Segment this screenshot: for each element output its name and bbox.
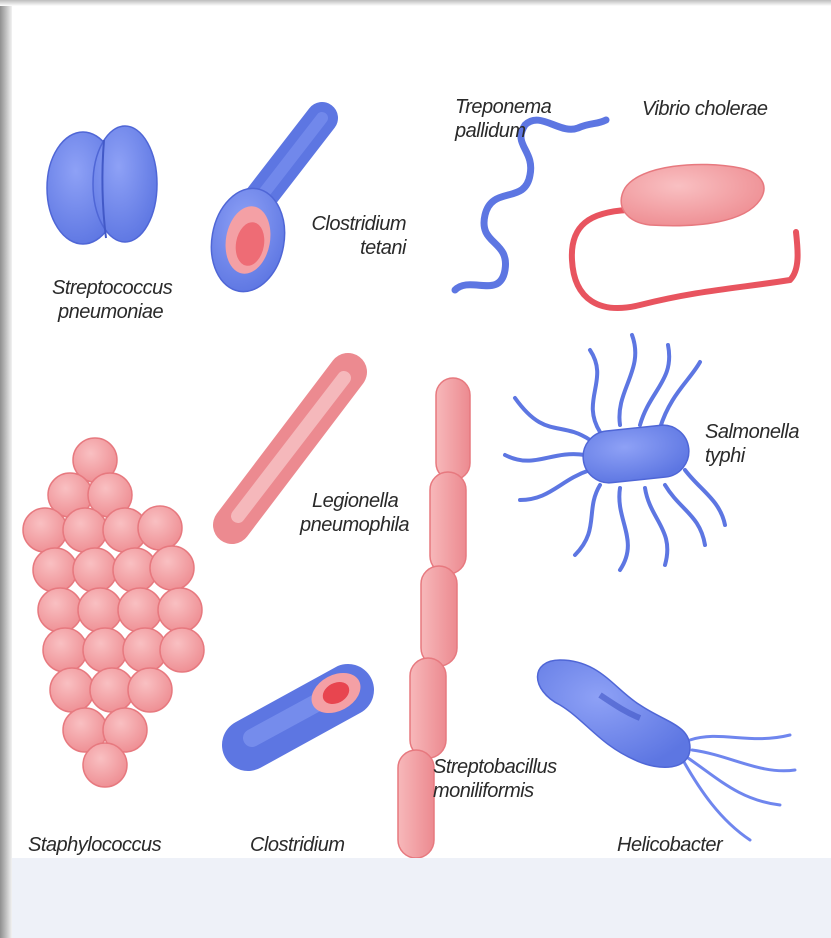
label-helicobacter: Helicobacter bbox=[617, 833, 722, 857]
staphylococcus-cluster bbox=[23, 438, 204, 787]
streptococcus-pneumoniae-cell bbox=[47, 126, 157, 244]
salmonella-body bbox=[581, 423, 692, 486]
helicobacter-cell bbox=[538, 660, 796, 840]
bottom-band bbox=[12, 858, 831, 938]
clostridium-cell bbox=[248, 665, 367, 745]
label-streptobacillus-moniliformis: Streptobacillus moniliformis bbox=[433, 755, 557, 803]
label-clostridium-tetani: Clostridium tetani bbox=[300, 212, 406, 260]
vibrio-cholerae-cell bbox=[572, 164, 798, 308]
left-edge-shadow bbox=[0, 0, 12, 938]
treponema-pallidum-cell bbox=[455, 120, 606, 290]
top-edge-shadow bbox=[0, 0, 831, 6]
label-salmonella-typhi: Salmonella typhi bbox=[705, 420, 799, 468]
label-vibrio-cholerae: Vibrio cholerae bbox=[642, 97, 768, 121]
label-streptococcus-pneumoniae: Streptococcus pneumoniae bbox=[52, 276, 172, 324]
label-legionella-pneumophila: Legionella pneumophila bbox=[300, 489, 409, 537]
clostridium-tetani-cell bbox=[204, 118, 322, 297]
label-clostridium: Clostridium bbox=[250, 833, 345, 857]
label-treponema-pallidum: Treponema pallidum bbox=[455, 95, 551, 143]
label-staphylococcus: Staphylococcus bbox=[28, 833, 161, 857]
